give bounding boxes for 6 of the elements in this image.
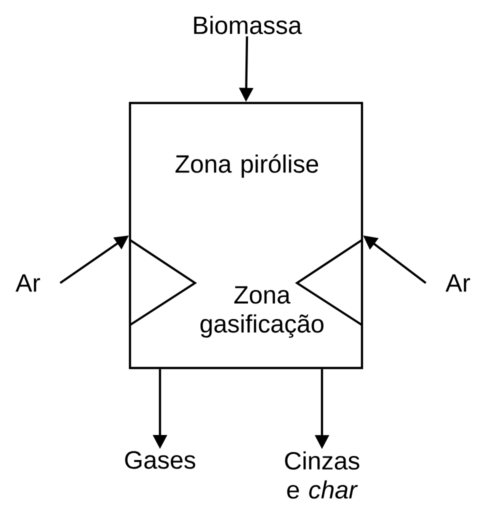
label-text: Cinzas e char — [285, 451, 360, 499]
label-text: Ar — [446, 274, 470, 292]
label-text: Biomassa — [194, 16, 302, 34]
label-text: Gases — [125, 451, 196, 469]
gasifier-box: Zona pirólise Zona gasificação — [128, 102, 364, 370]
label-text: Ar — [16, 274, 40, 292]
